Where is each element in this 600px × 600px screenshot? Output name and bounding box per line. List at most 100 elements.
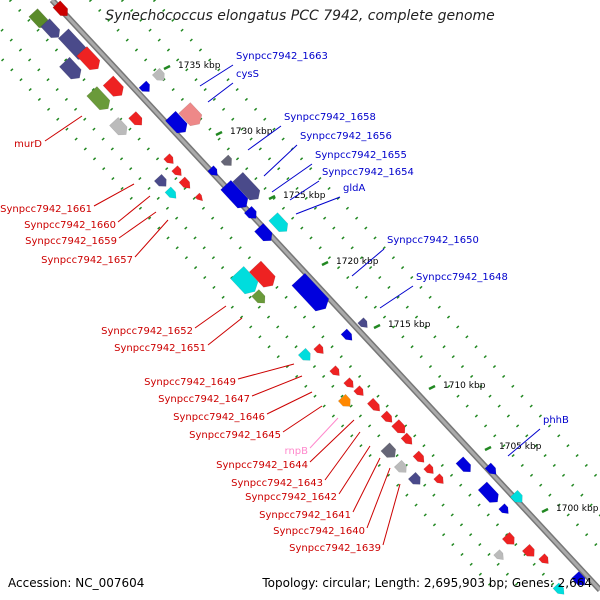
gene-feature xyxy=(477,481,499,503)
gene-feature xyxy=(230,266,259,295)
guide-line-3 xyxy=(88,0,600,552)
gene-feature xyxy=(538,553,549,564)
scale-tick-mark xyxy=(484,445,492,452)
label-forward-leader xyxy=(207,82,234,103)
gene-feature xyxy=(243,205,257,219)
label-forward-leader xyxy=(507,428,541,457)
scale-tick-label: 1710 kbp xyxy=(443,381,486,391)
gene-feature xyxy=(380,442,397,458)
gene-feature xyxy=(171,165,182,176)
label-reverse-leader xyxy=(251,375,303,397)
label-forward-leader xyxy=(351,248,385,277)
gene-feature xyxy=(498,503,509,514)
label-reverse-leader xyxy=(324,431,361,481)
scale-tick-label: 1715 kbp xyxy=(388,320,431,330)
gene-feature xyxy=(109,116,128,136)
label-forward: Synpcc7942_1648 xyxy=(416,272,508,283)
gene-feature xyxy=(393,459,407,473)
label-reverse-leader xyxy=(382,483,401,546)
label-reverse: Synpcc7942_1659 xyxy=(25,236,117,247)
label-reverse: Synpcc7942_1647 xyxy=(158,394,250,405)
gene-feature xyxy=(232,171,261,201)
label-forward: Synpcc7942_1658 xyxy=(284,112,376,123)
label-reverse-leader xyxy=(266,391,313,415)
label-forward: Synpcc7942_1656 xyxy=(300,131,392,142)
label-forward: Synpcc7942_1655 xyxy=(315,150,407,161)
label-forward: Synpcc7942_1650 xyxy=(387,235,479,246)
label-reverse-leader xyxy=(194,305,227,329)
topology-text: Topology: circular; Length: 2,695,903 bp… xyxy=(262,576,592,590)
scale-tick-label: 1700 kbp xyxy=(556,504,599,514)
label-reverse-leader xyxy=(134,219,169,258)
label-forward: Synpcc7942_1663 xyxy=(236,51,328,62)
scale-tick-label: 1720 kbp xyxy=(336,257,379,267)
gene-feature xyxy=(340,328,353,341)
scale-tick-mark xyxy=(541,507,549,514)
label-forward: Synpcc7942_1654 xyxy=(322,167,414,178)
gene-feature xyxy=(220,179,249,209)
gene-feature xyxy=(40,18,61,39)
gene-feature xyxy=(268,212,289,233)
scale-tick-label: 1725 kbp xyxy=(283,191,326,201)
label-reverse: Synpcc7942_1641 xyxy=(259,510,351,521)
label-reverse-leader xyxy=(93,183,135,207)
label-rna-leader xyxy=(309,417,339,449)
gene-feature xyxy=(366,397,381,412)
gene-labels: Synpcc7942_1663 cysS Synpcc7942_1658Synpcc… xyxy=(0,51,569,554)
label-reverse-leader xyxy=(352,457,381,513)
gene-feature xyxy=(493,549,504,560)
label-forward-leader xyxy=(379,285,414,309)
gene-feature xyxy=(102,75,124,97)
gene-feature xyxy=(313,343,324,354)
gene-feature xyxy=(357,317,368,328)
gene-feature xyxy=(165,110,188,134)
label-reverse: Synpcc7942_1661 xyxy=(0,204,92,215)
gene-feature xyxy=(380,410,393,423)
gene-feature xyxy=(254,222,273,242)
label-reverse: Synpcc7942_1645 xyxy=(189,430,281,441)
map-title: Synechococcus elongatus PCC 7942, comple… xyxy=(105,8,495,24)
label-reverse-leader xyxy=(237,363,295,380)
gene-feature xyxy=(151,67,165,81)
gene-feature xyxy=(407,471,421,485)
label-reverse-leader xyxy=(117,195,151,223)
label-forward: cysS xyxy=(236,69,259,80)
gene-feature xyxy=(52,0,68,17)
label-reverse: Synpcc7942_1646 xyxy=(173,412,265,423)
gene-feature xyxy=(521,543,535,557)
gene-feature xyxy=(400,432,413,445)
label-reverse: Synpcc7942_1642 xyxy=(245,492,337,503)
gene-feature xyxy=(337,393,351,407)
gene-feature xyxy=(178,102,203,127)
scale-tick-label: 1735 kbp xyxy=(178,61,221,71)
label-rna: rnpB xyxy=(285,446,309,457)
gene-feature xyxy=(455,456,471,473)
gene-feature xyxy=(138,80,150,92)
scale-tick-mark xyxy=(268,194,276,201)
gene-feature xyxy=(329,365,340,376)
gene-feature xyxy=(291,272,330,312)
gene-features xyxy=(28,0,586,595)
gene-feature xyxy=(164,186,177,199)
gene-feature xyxy=(251,289,266,304)
label-reverse: Synpcc7942_1652 xyxy=(101,326,193,337)
gene-feature xyxy=(220,154,232,166)
label-reverse-leader xyxy=(44,115,83,142)
label-reverse-leader xyxy=(118,211,157,239)
gene-feature xyxy=(501,531,515,545)
gene-feature xyxy=(412,450,425,463)
gene-feature xyxy=(163,153,174,164)
label-forward: phhB xyxy=(543,415,569,426)
label-forward: gldA xyxy=(343,183,365,194)
gene-feature xyxy=(343,377,354,388)
gene-feature xyxy=(207,165,218,176)
label-leaders xyxy=(44,64,541,546)
label-reverse: Synpcc7942_1657 xyxy=(41,255,133,266)
gene-feature xyxy=(353,385,364,396)
label-forward-leader xyxy=(247,125,282,151)
label-forward-leader xyxy=(263,144,298,177)
gene-feature xyxy=(248,260,276,288)
gene-feature xyxy=(571,571,586,586)
